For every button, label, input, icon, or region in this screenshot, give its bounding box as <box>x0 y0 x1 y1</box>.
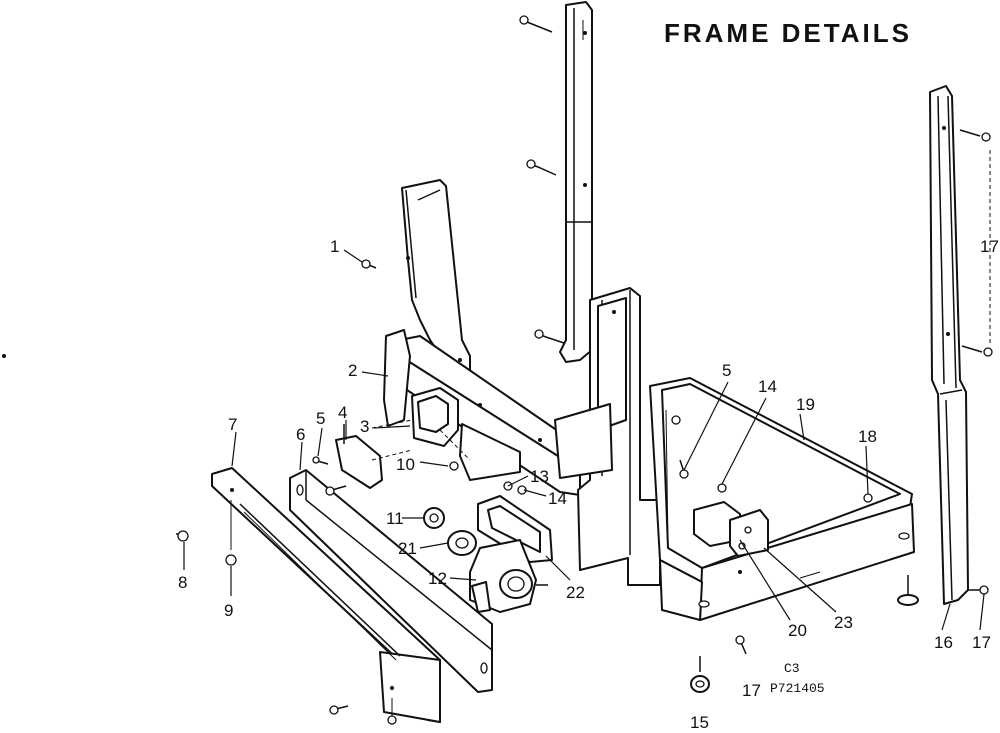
callout-10: 10 <box>396 455 415 474</box>
leader-lines <box>183 249 985 631</box>
callout-19: 19 <box>796 395 815 414</box>
diagram-title: FRAME DETAILS <box>664 18 912 48</box>
callout-17-bottom: 17 <box>742 681 761 700</box>
loose-fasteners <box>176 259 747 725</box>
callout-9: 9 <box>224 601 233 620</box>
front-support-bar <box>289 469 493 693</box>
callout-6: 6 <box>296 425 305 444</box>
stray-mark <box>2 354 6 358</box>
callout-13: 13 <box>530 467 549 486</box>
callout-16: 16 <box>934 633 953 652</box>
upright-rail-center <box>519 1 593 363</box>
tray-brackets <box>693 501 769 557</box>
assembly-dash-lines <box>230 150 991 548</box>
callout-17-right-top: 17 <box>980 237 999 256</box>
callout-2: 2 <box>348 361 357 380</box>
motor-pump-assembly <box>423 495 553 613</box>
callout-12: 12 <box>428 569 447 588</box>
callout-14-right: 14 <box>758 377 777 396</box>
center-housing <box>554 287 666 586</box>
hinge-bracket-assembly <box>335 329 521 489</box>
callout-11: 11 <box>386 509 404 528</box>
callout-1: 1 <box>330 237 339 256</box>
callout-22: 22 <box>566 583 585 602</box>
callout-20: 20 <box>788 621 807 640</box>
drawing-code: C3 P721405 <box>770 661 825 696</box>
callout-21: 21 <box>398 539 417 558</box>
drawing-code-line-1: C3 <box>784 661 800 676</box>
callout-5-left: 5 <box>316 409 325 428</box>
callout-14-center: 14 <box>548 489 567 508</box>
callout-3: 3 <box>360 417 369 436</box>
callout-23: 23 <box>834 613 853 632</box>
upright-bracket-left <box>401 179 471 379</box>
drawing-code-line-2: P721405 <box>770 681 825 696</box>
callout-labels: 1 2 3 4 5 6 7 8 9 10 11 21 12 13 14 22 5… <box>178 237 999 732</box>
callout-7: 7 <box>228 415 237 434</box>
callout-18: 18 <box>858 427 877 446</box>
callout-15: 15 <box>690 713 709 732</box>
base-tray <box>649 377 915 621</box>
callout-4: 4 <box>338 403 347 422</box>
kick-panel <box>211 467 441 723</box>
callout-8: 8 <box>178 573 187 592</box>
callout-17-right-bottom: 17 <box>972 633 991 652</box>
upright-rail-right <box>929 85 993 605</box>
callout-5-right: 5 <box>722 361 731 380</box>
leveling-foot-right <box>897 575 919 606</box>
